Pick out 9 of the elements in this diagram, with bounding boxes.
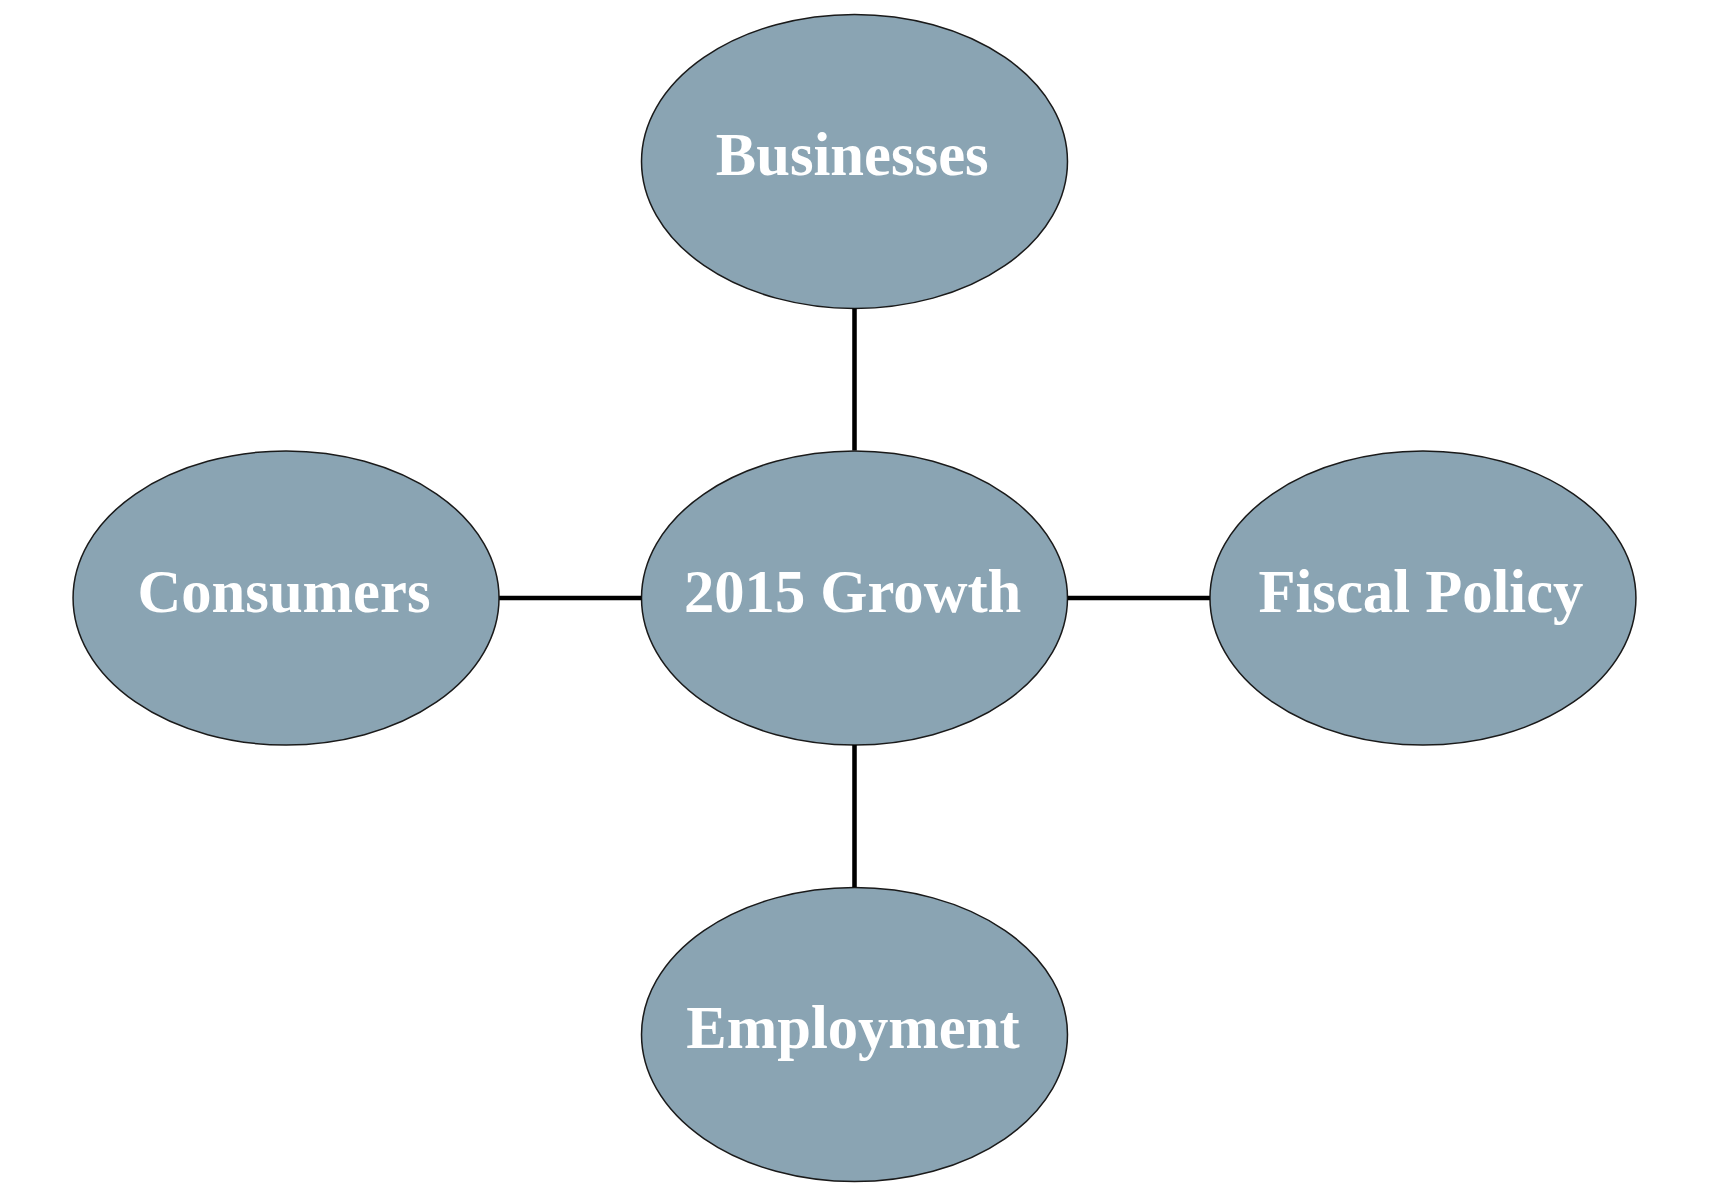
node-ellipse: Fiscal Policy <box>1209 450 1637 746</box>
node-ellipse: Consumers <box>72 450 500 746</box>
node-ellipse: 2015 Growth <box>640 450 1069 746</box>
node-ellipse: Employment <box>640 886 1069 1183</box>
connector <box>1067 595 1210 601</box>
connector <box>499 595 642 601</box>
node-ellipse: Businesses <box>640 13 1069 310</box>
connector <box>852 308 857 451</box>
connector <box>852 745 857 888</box>
